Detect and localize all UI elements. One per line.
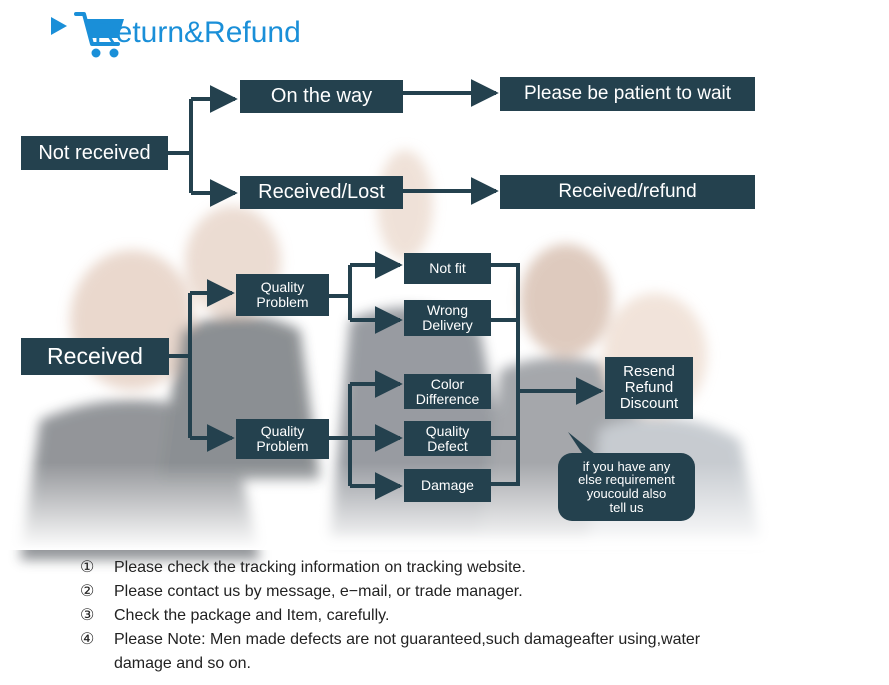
note-text: Please Note: Men made defects are not gu… xyxy=(114,631,701,672)
resend-refund-discount-box: Resend Refund Discount xyxy=(605,357,693,419)
received-box: Received xyxy=(21,338,169,375)
damage-box: Damage xyxy=(404,469,491,502)
received-refund-box: Received/refund xyxy=(500,175,755,209)
shopping-cart-icon xyxy=(74,12,124,58)
note-number: ② xyxy=(80,583,95,600)
note-number: ① xyxy=(80,559,95,576)
note-text: Please check the tracking information on… xyxy=(114,559,526,576)
notes-list: ① Please check the tracking information … xyxy=(80,556,840,676)
quality-defect-box: Quality Defect xyxy=(404,421,491,456)
not-fit-box: Not fit xyxy=(404,253,491,284)
note-item: ④ Please Note: Men made defects are not … xyxy=(80,628,840,676)
received-lost-box: Received/Lost xyxy=(240,176,403,209)
quality-problem-box-1: Quality Problem xyxy=(236,274,329,316)
quality-problem-box-2: Quality Problem xyxy=(236,419,329,459)
please-wait-box: Please be patient to wait xyxy=(500,77,755,111)
note-text: Check the package and Item, carefully. xyxy=(114,607,390,624)
note-text: Please contact us by message, e−mail, or… xyxy=(114,583,523,600)
page-title: Return&Refund xyxy=(94,16,301,49)
note-number: ④ xyxy=(80,631,95,648)
play-triangle-icon xyxy=(51,17,67,35)
wrong-delivery-box: Wrong Delivery xyxy=(404,300,491,336)
color-difference-box: Color Difference xyxy=(404,374,491,409)
note-item: ③ Check the package and Item, carefully. xyxy=(80,604,840,628)
note-item: ② Please contact us by message, e−mail, … xyxy=(80,580,840,604)
note-number: ③ xyxy=(80,607,95,624)
on-the-way-box: On the way xyxy=(240,80,403,113)
note-item: ① Please check the tracking information … xyxy=(80,556,840,580)
not-received-box: Not received xyxy=(21,136,168,170)
header-icons xyxy=(51,12,124,58)
requirement-speech-bubble: if you have any else requirement youcoul… xyxy=(558,453,695,521)
